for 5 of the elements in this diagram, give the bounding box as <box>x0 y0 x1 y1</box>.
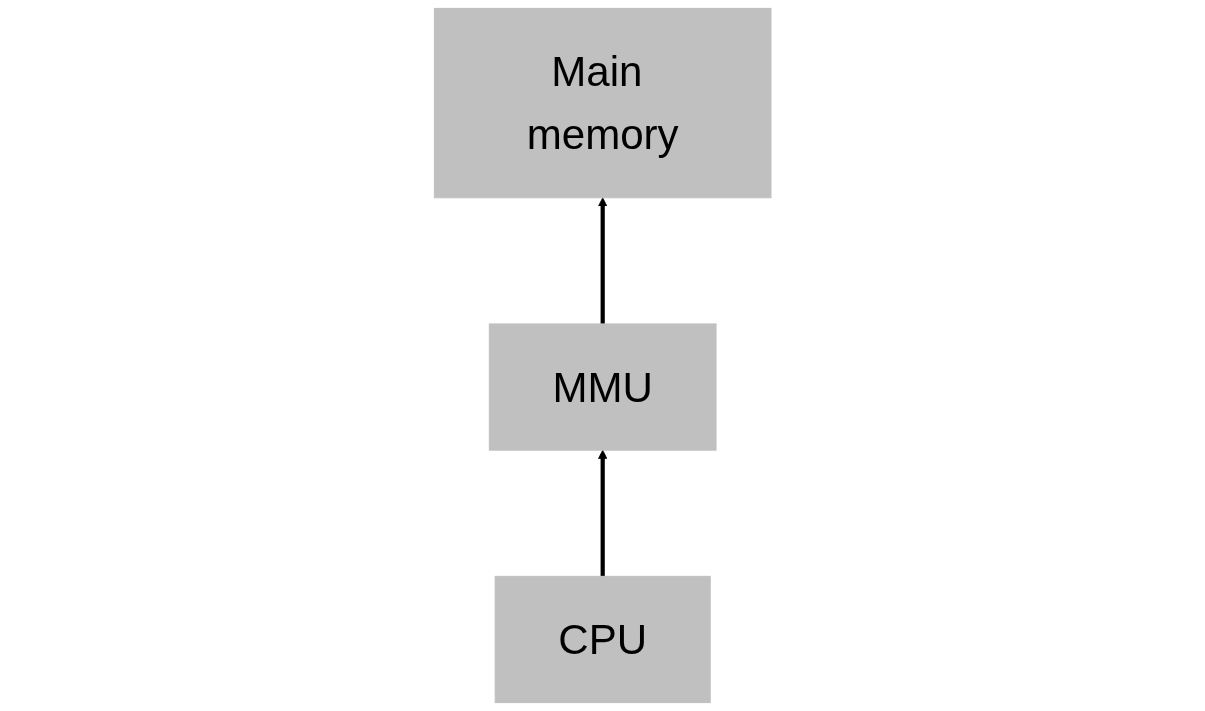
arrow <box>597 449 608 577</box>
arrow <box>597 197 608 324</box>
node-box: CPU <box>494 575 711 704</box>
node-box: MMU <box>488 323 717 451</box>
node-box: Main memory <box>433 7 772 199</box>
